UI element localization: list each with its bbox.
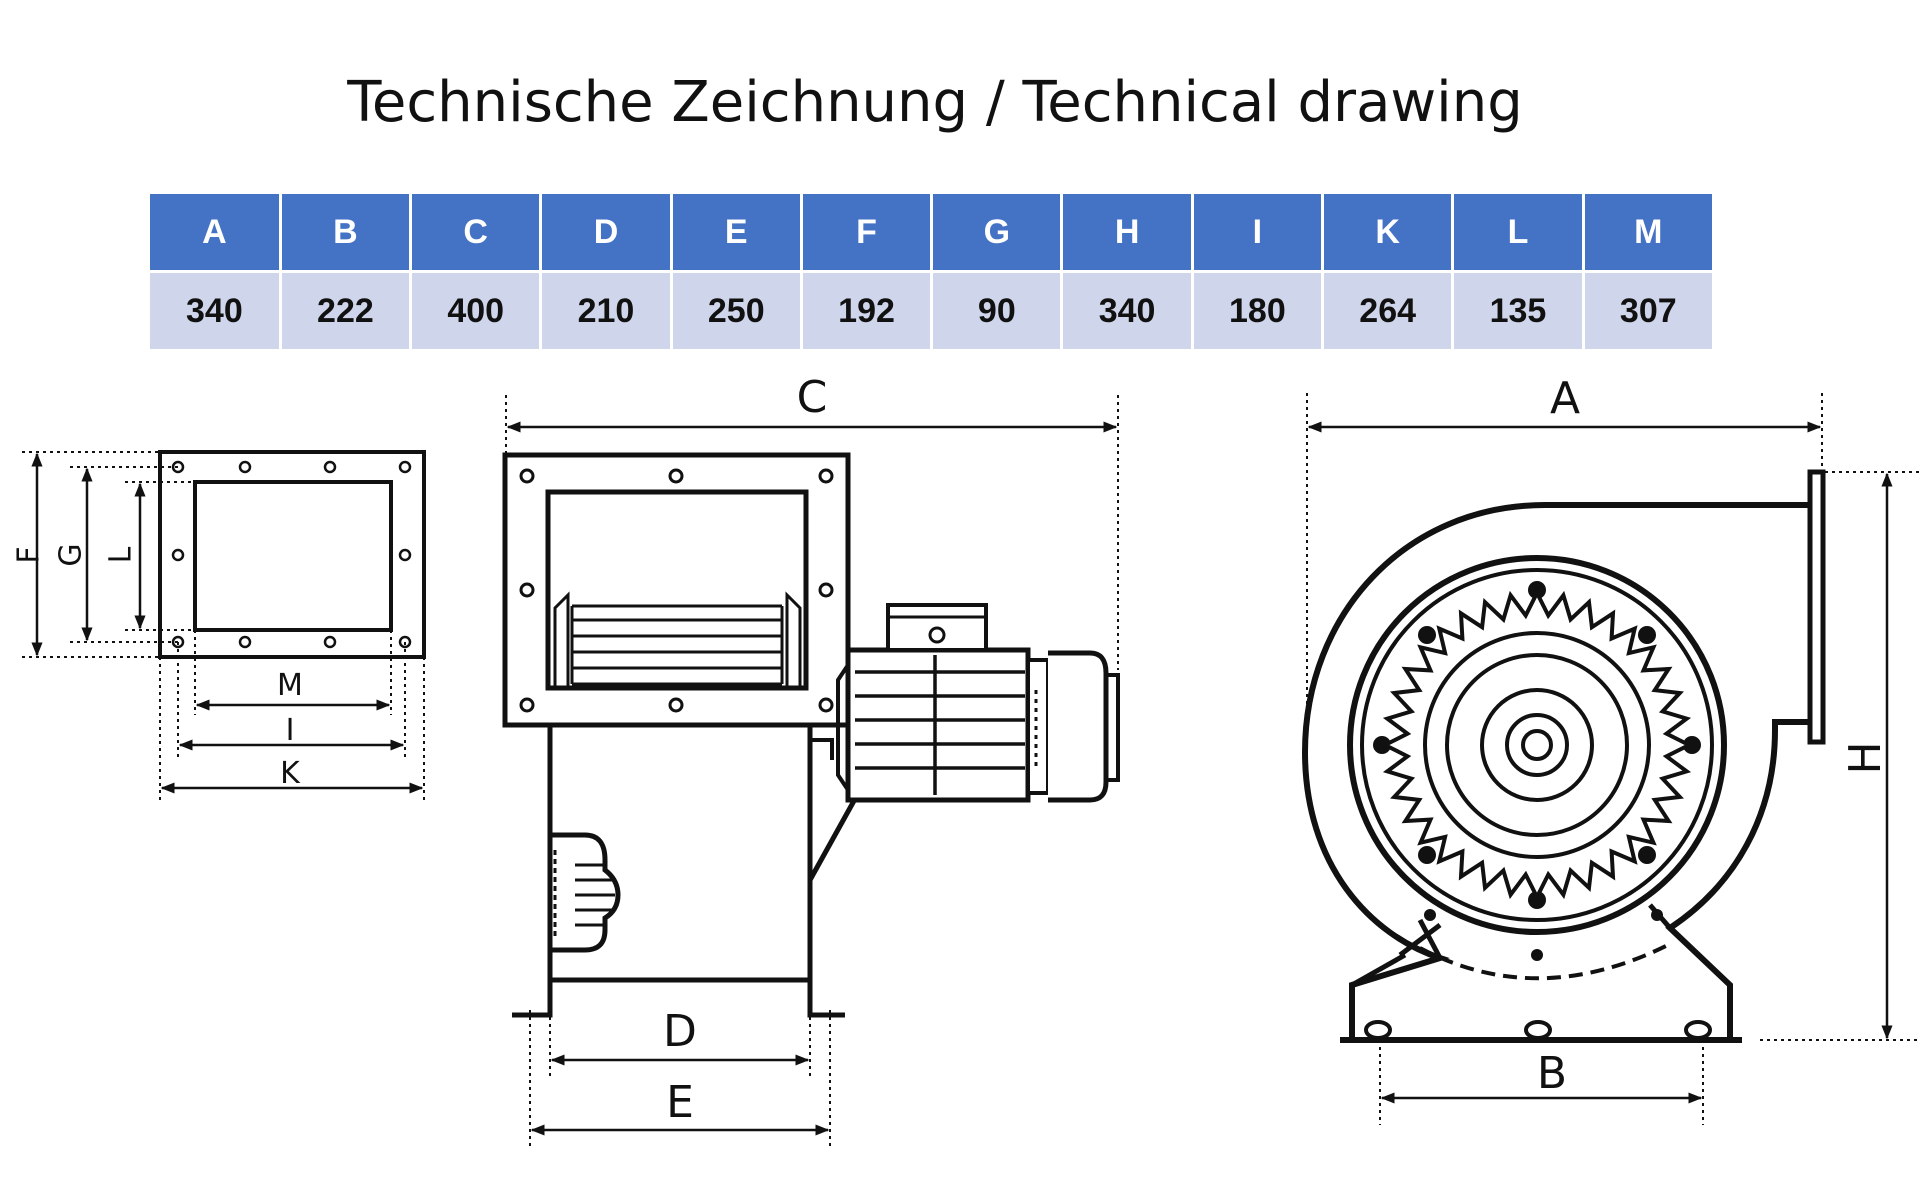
impeller-side-left — [553, 591, 570, 688]
flange-outer-frame — [158, 450, 426, 659]
label-b: B — [1537, 1048, 1567, 1099]
lower-dashed-arc — [1419, 943, 1669, 981]
label-f: F — [12, 546, 47, 563]
housing-body — [547, 725, 813, 983]
impeller-side-right — [785, 591, 802, 688]
header-h: H — [1061, 194, 1194, 272]
label-e: E — [666, 1077, 694, 1128]
value-l: 135 — [1452, 270, 1585, 349]
value-i: 180 — [1192, 270, 1325, 349]
label-a: A — [1550, 373, 1580, 424]
header-l: L — [1452, 194, 1585, 272]
base-mount-slots — [1364, 1020, 1712, 1040]
header-d: D — [540, 194, 673, 272]
header-f: F — [801, 194, 934, 272]
foot-right — [807, 980, 845, 1018]
outlet-bolt-holes — [519, 468, 834, 713]
value-b: 222 — [280, 270, 413, 349]
bracket-left — [1417, 918, 1443, 960]
inlet-fins — [553, 850, 615, 940]
value-a: 340 — [150, 270, 282, 349]
motor-mount — [810, 738, 834, 760]
motor-cap-left — [836, 663, 850, 792]
value-c: 400 — [410, 270, 543, 349]
motor-strut — [807, 788, 863, 882]
front-view — [1301, 393, 1920, 1125]
impeller-blades — [570, 604, 784, 686]
header-b: B — [280, 194, 413, 272]
cable-gland-icon — [928, 626, 946, 644]
value-d: 210 — [540, 270, 673, 349]
motor-fan-cover — [1048, 650, 1109, 803]
flange-extension-lines — [22, 451, 425, 800]
outlet-opening — [545, 489, 809, 691]
inlet-inner-ring — [1360, 568, 1714, 922]
hub-ring-2 — [1445, 653, 1629, 837]
value-e: 250 — [671, 270, 803, 349]
base-left-support — [1398, 923, 1442, 957]
dimension-header-row: A B C D E F G H I K L M — [150, 194, 1716, 272]
outlet-flange — [1807, 469, 1826, 745]
impeller-gear — [1380, 588, 1694, 902]
value-g: 90 — [931, 270, 1064, 349]
header-g: G — [931, 194, 1064, 272]
hub-ring-3 — [1480, 688, 1594, 802]
value-m: 307 — [1583, 270, 1716, 349]
dimension-table: A B C D E F G H I K L M 340 222 400 210 … — [150, 194, 1716, 349]
label-g: G — [54, 543, 89, 566]
label-d: D — [663, 1006, 697, 1057]
motor-cooling-fins — [855, 655, 1025, 795]
flange-view — [22, 450, 426, 800]
flange-dimension-lines — [31, 452, 424, 794]
hub-ring-1 — [1423, 631, 1651, 859]
page-title: Technische Zeichnung / Technical drawing — [347, 70, 1523, 135]
inlet-bulge — [550, 832, 621, 953]
bracket-dots — [1424, 909, 1663, 961]
side-extension-lines — [505, 395, 1119, 1150]
value-k: 264 — [1322, 270, 1455, 349]
label-m: M — [277, 668, 303, 703]
foot-left — [512, 980, 553, 1018]
motor-endcap — [1026, 658, 1050, 795]
header-k: K — [1322, 194, 1455, 272]
header-c: C — [410, 194, 543, 272]
front-extension-lines — [1306, 393, 1920, 1125]
value-h: 340 — [1061, 270, 1194, 349]
flange-opening — [193, 480, 393, 632]
label-k: K — [280, 756, 301, 791]
ring-bolt-holes — [1373, 581, 1701, 909]
header-m: M — [1583, 194, 1716, 272]
flange-bolt-holes — [171, 460, 412, 649]
shaft-icon — [1521, 729, 1553, 761]
label-h: H — [1840, 741, 1891, 774]
outlet-frame — [502, 452, 851, 728]
motor-rear — [1106, 673, 1120, 782]
label-c: C — [797, 372, 828, 423]
header-a: A — [150, 194, 282, 272]
value-f: 192 — [801, 270, 934, 349]
side-view — [502, 395, 1120, 1150]
label-l: L — [104, 546, 139, 563]
base-left-edge — [1350, 952, 1407, 988]
hub-ring-4 — [1505, 713, 1569, 777]
header-e: E — [671, 194, 803, 272]
header-i: I — [1192, 194, 1325, 272]
label-i: I — [286, 713, 295, 748]
dimension-value-row: 340 222 400 210 250 192 90 340 180 264 1… — [150, 270, 1716, 349]
